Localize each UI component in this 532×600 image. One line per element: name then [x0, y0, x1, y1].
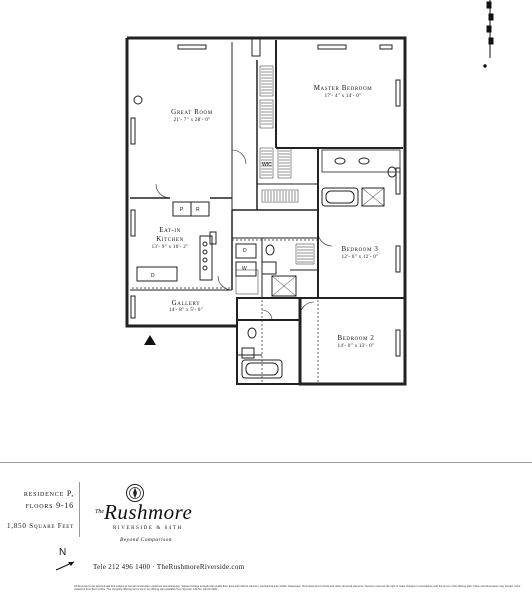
brand-name: Rushmore — [104, 500, 193, 524]
room-dims-bedroom-3: 12'- 0" x 12'- 0" — [341, 255, 379, 260]
north-label: N — [59, 547, 67, 558]
room-dims-master-bedroom: 17'- 4" x 14'- 0" — [324, 94, 362, 99]
bathtub-icon — [321, 187, 359, 207]
toilet-icon — [265, 244, 275, 256]
room-name-kitchen: Kitchen — [156, 235, 184, 243]
washer — [235, 261, 257, 277]
north-arrow-icon — [55, 561, 75, 571]
column-icon — [251, 37, 261, 57]
residence-label: residence P, — [23, 489, 74, 498]
sink-icon — [241, 347, 255, 359]
room-dims-kitchen: 13'- 9" x 10'- 2" — [151, 245, 189, 250]
sink-icon — [358, 157, 370, 165]
label-washer: W — [242, 266, 247, 272]
sink-icon — [261, 261, 277, 275]
floor-plan — [125, 0, 494, 386]
toilet-icon — [387, 166, 397, 178]
label-dishwasher: D — [151, 273, 155, 279]
label-wic: WIC — [262, 162, 272, 168]
floors-label: floors 9-16 — [25, 501, 74, 510]
footer-vertical-divider — [79, 482, 80, 537]
exterior-wall — [236, 319, 300, 385]
exterior-wall — [127, 36, 407, 298]
exterior-wall — [236, 297, 405, 326]
room-name-bedroom-3: Bedroom 3 — [341, 245, 379, 253]
room-name-eat-in: Eat-in — [159, 226, 181, 234]
shower-icon — [271, 275, 297, 297]
footer-divider — [0, 462, 532, 463]
legal-disclaimer: All dimensions are approximate and subje… — [74, 585, 521, 592]
room-dims-great-room: 21'- 7" x 28'- 0" — [173, 118, 211, 123]
column-icon — [133, 95, 143, 105]
room-name-gallery: Gallery — [171, 299, 201, 307]
label-dryer: D — [243, 248, 247, 254]
room-name-great-room: Great Room — [171, 108, 213, 116]
scale-bar — [483, 0, 494, 68]
contact-line: Tele 212 496 1400 · TheRushmoreRiverside… — [93, 563, 245, 571]
stove-icon — [202, 241, 208, 271]
room-name-bedroom-2: Bedroom 2 — [337, 334, 375, 342]
brand-tagline: Riverside & 64th — [113, 526, 183, 531]
entry-arrow-icon — [144, 335, 156, 345]
label-pantry: P — [180, 207, 184, 213]
sink-icon — [334, 157, 346, 165]
dryer — [235, 243, 257, 259]
room-dims-gallery: 14'- 8" x 5'- 0" — [168, 308, 203, 313]
label-refrigerator: R — [196, 207, 200, 213]
exterior-wall — [125, 38, 237, 328]
square-feet-label: 1,850 Square Feet — [6, 522, 74, 530]
bathtub-icon — [241, 359, 283, 379]
brand-prefix: The — [95, 509, 104, 515]
room-dims-bedroom-2: 14'- 0" x 13'- 0" — [337, 344, 375, 349]
room-name-master-bedroom: Master Bedroom — [313, 84, 373, 92]
brand-slogan: Beyond Comparison — [120, 537, 172, 543]
shower-icon — [361, 187, 385, 207]
toilet-icon — [247, 327, 257, 339]
exterior-wall — [298, 298, 407, 386]
rushmore-crest-icon — [126, 484, 144, 502]
